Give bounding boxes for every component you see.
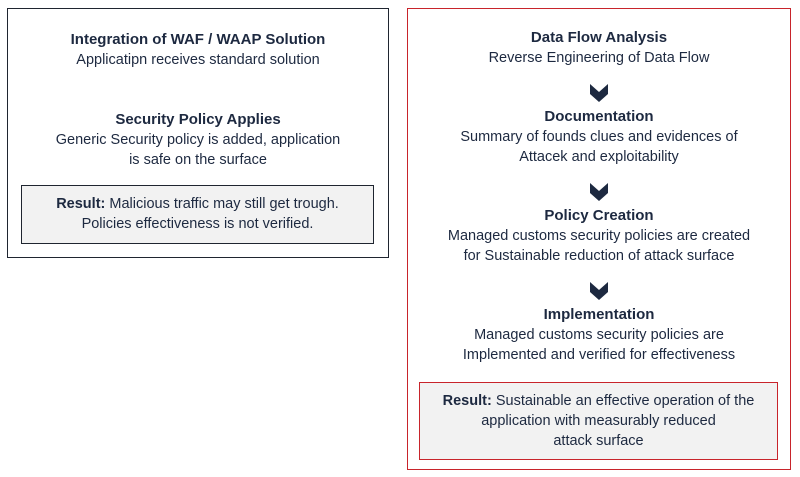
- result-line-1: Result: Malicious traffic may still get …: [22, 194, 373, 214]
- result-text: Malicious traffic may still get trough.: [109, 196, 339, 212]
- step-title: Integration of WAF / WAAP Solution: [70, 31, 326, 48]
- result-box: Result: Malicious traffic may still get …: [21, 185, 374, 244]
- step-description: Reverse Engineering of Data Flow: [488, 50, 710, 66]
- chevron-down-icon: [590, 183, 608, 201]
- step-title: Implementation: [543, 306, 655, 323]
- chevron-down-icon: [590, 84, 608, 102]
- step-documentation: Documentation Summary of founds clues an…: [408, 107, 790, 167]
- step-title: Data Flow Analysis: [530, 29, 668, 46]
- managed-policy-panel: Data Flow Analysis Reverse Engineering o…: [407, 8, 791, 470]
- result-line-3: attack surface: [553, 433, 644, 449]
- step-policy-creation: Policy Creation Managed customs security…: [408, 206, 790, 266]
- waf-standard-panel: Integration of WAF / WAAP Solution Appli…: [7, 8, 389, 258]
- result-box: Result: Sustainable an effective operati…: [419, 382, 778, 460]
- result-label: Result:: [442, 393, 492, 409]
- step-title: Policy Creation: [544, 207, 654, 224]
- step-title: Security Policy Applies: [115, 111, 281, 128]
- result-line-1: Result: Sustainable an effective operati…: [420, 391, 777, 411]
- step-waf-integration: Integration of WAF / WAAP Solution Appli…: [8, 30, 388, 70]
- result-text: Sustainable an effective operation of th…: [495, 393, 755, 409]
- result-line-2: Policies effectiveness is not verified.: [81, 216, 314, 232]
- step-description: Managed customs security policies are Im…: [462, 327, 736, 363]
- result-line-2: application with measurably reduced: [481, 413, 716, 429]
- step-implementation: Implementation Managed customs security …: [408, 305, 790, 365]
- step-title: Documentation: [544, 108, 654, 125]
- step-data-flow-analysis: Data Flow Analysis Reverse Engineering o…: [408, 28, 790, 68]
- step-description: Managed customs security policies are cr…: [447, 228, 751, 264]
- step-description: Applicatipn receives standard solution: [76, 52, 320, 68]
- step-description: Generic Security policy is added, applic…: [55, 132, 341, 168]
- result-label: Result:: [56, 196, 106, 212]
- step-description: Summary of founds clues and evidences of…: [460, 129, 738, 165]
- step-security-policy: Security Policy Applies Generic Security…: [8, 110, 388, 170]
- chevron-down-icon: [590, 282, 608, 300]
